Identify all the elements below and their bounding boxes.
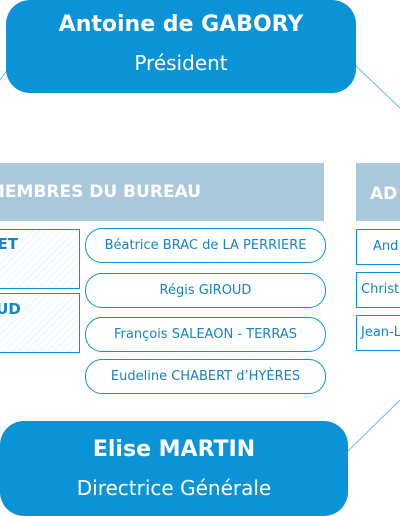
director-name: Elise MARTIN	[92, 437, 256, 462]
bureau-member-pill: François SALEAON - TERRAS	[85, 317, 326, 352]
president-name: Antoine de GABORY	[58, 12, 304, 37]
admin-member-label: And	[373, 239, 399, 254]
admin-header-label: AD	[370, 184, 398, 204]
bureau-member-box: AUD	[0, 293, 80, 353]
president-box: Antoine de GABORY Président	[6, 0, 356, 93]
bureau-member-pill: Béatrice BRAC de LA PERRIERE	[85, 228, 326, 263]
bureau-member-box-label: NET	[0, 235, 19, 253]
connector-director-right	[346, 399, 400, 453]
bureau-header-label: MEMBRES DU BUREAU	[0, 182, 202, 202]
bureau-member-pill: Régis GIROUD	[85, 273, 326, 308]
president-role: Président	[134, 51, 228, 75]
connector-president-right	[355, 65, 400, 109]
admin-member-label: Christ	[361, 282, 400, 297]
admin-member-box: Jean-L	[356, 315, 400, 351]
director-box: Elise MARTIN Directrice Générale	[0, 421, 348, 516]
admin-member-box: And	[356, 229, 400, 265]
admin-member-label: Jean-L	[361, 325, 400, 340]
bureau-member-box-label: AUD	[0, 300, 21, 318]
director-role: Directrice Générale	[76, 476, 272, 500]
bureau-member-box: NET	[0, 229, 80, 289]
admin-section-header: AD	[356, 163, 400, 221]
bureau-member-pill: Eudeline CHABERT d’HYÈRES	[85, 359, 326, 394]
bureau-section-header: MEMBRES DU BUREAU	[0, 163, 324, 221]
admin-member-box: Christ	[356, 272, 400, 308]
